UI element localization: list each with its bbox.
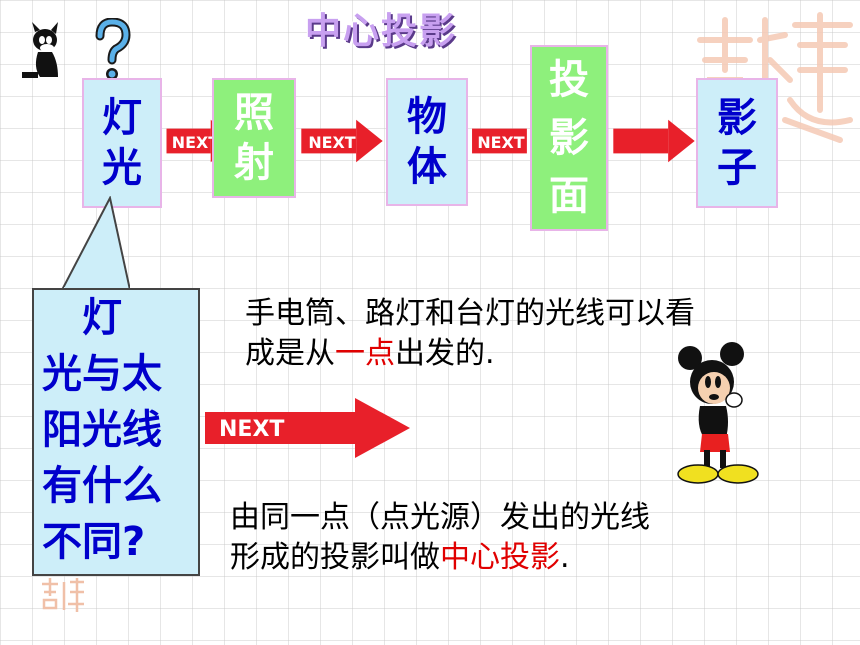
watermark-logo (697, 12, 853, 143)
light-box-char: 灯 (102, 95, 142, 141)
next-arrow-4 (613, 119, 695, 163)
paragraph-two-line: 形成的投影叫做中心投影. (230, 538, 650, 578)
mickey-cartoon-icon (677, 342, 759, 484)
projection-surface-char: 投 (549, 57, 589, 103)
light-box: 灯 光 (82, 78, 162, 208)
callout-line: 光与太 (42, 351, 162, 397)
paragraph-two-text: . (560, 540, 570, 575)
illuminate-box-char: 射 (234, 140, 274, 186)
next-arrow-2: NEXT (301, 119, 383, 163)
shadow-box-char: 影 (717, 95, 757, 141)
stamp-logo (42, 578, 84, 612)
callout-line: 灯 (42, 295, 122, 341)
paragraph-one: 手电筒、路灯和台灯的光线可以看 成是从一点出发的. (245, 294, 695, 374)
projection-surface-char: 面 (549, 173, 589, 219)
cat-cartoon-icon (22, 22, 58, 78)
object-box-char: 体 (407, 144, 447, 190)
next-arrow-3: NEXT (472, 128, 527, 154)
paragraph-one-text: 出发的. (395, 336, 495, 371)
next-arrow-3-label: NEXT (477, 133, 524, 152)
highlight-one-point: 一点 (335, 336, 395, 371)
highlight-central-projection: 中心投影 (440, 540, 560, 575)
illuminate-box-char: 照 (234, 90, 274, 136)
paragraph-one-line: 成是从一点出发的. (245, 334, 695, 374)
callout-line: 不同? (42, 519, 146, 565)
light-box-char: 光 (102, 145, 142, 191)
shadow-box-char: 子 (717, 145, 757, 191)
next-arrow-2-label: NEXT (308, 133, 355, 152)
shadow-box: 影 子 (696, 78, 778, 208)
question-mark-icon (95, 18, 131, 80)
illuminate-box: 照 射 (212, 78, 296, 198)
callout-line: 阳光线 (42, 407, 162, 453)
callout-pointer (60, 196, 130, 291)
paragraph-two: 由同一点（点光源）发出的光线 形成的投影叫做中心投影. (230, 498, 650, 578)
object-box: 物 体 (386, 78, 468, 206)
callout-line: 有什么 (42, 463, 162, 509)
next-arrow-large: NEXT (205, 398, 410, 458)
projection-surface-char: 影 (549, 115, 589, 161)
object-box-char: 物 (407, 94, 447, 140)
page-title: 中心投影 (305, 11, 458, 52)
paragraph-two-text: 形成的投影叫做 (230, 540, 440, 575)
question-callout: 灯 光与太 阳光线 有什么 不同? (32, 288, 200, 576)
paragraph-one-text: 成是从 (245, 336, 335, 371)
projection-surface-box: 投 影 面 (530, 45, 608, 231)
next-arrow-large-label: NEXT (219, 417, 284, 442)
paragraph-two-line: 由同一点（点光源）发出的光线 (230, 500, 650, 535)
next-arrow-1-label: NEXT (172, 133, 219, 152)
paragraph-one-line: 手电筒、路灯和台灯的光线可以看 (245, 296, 695, 331)
